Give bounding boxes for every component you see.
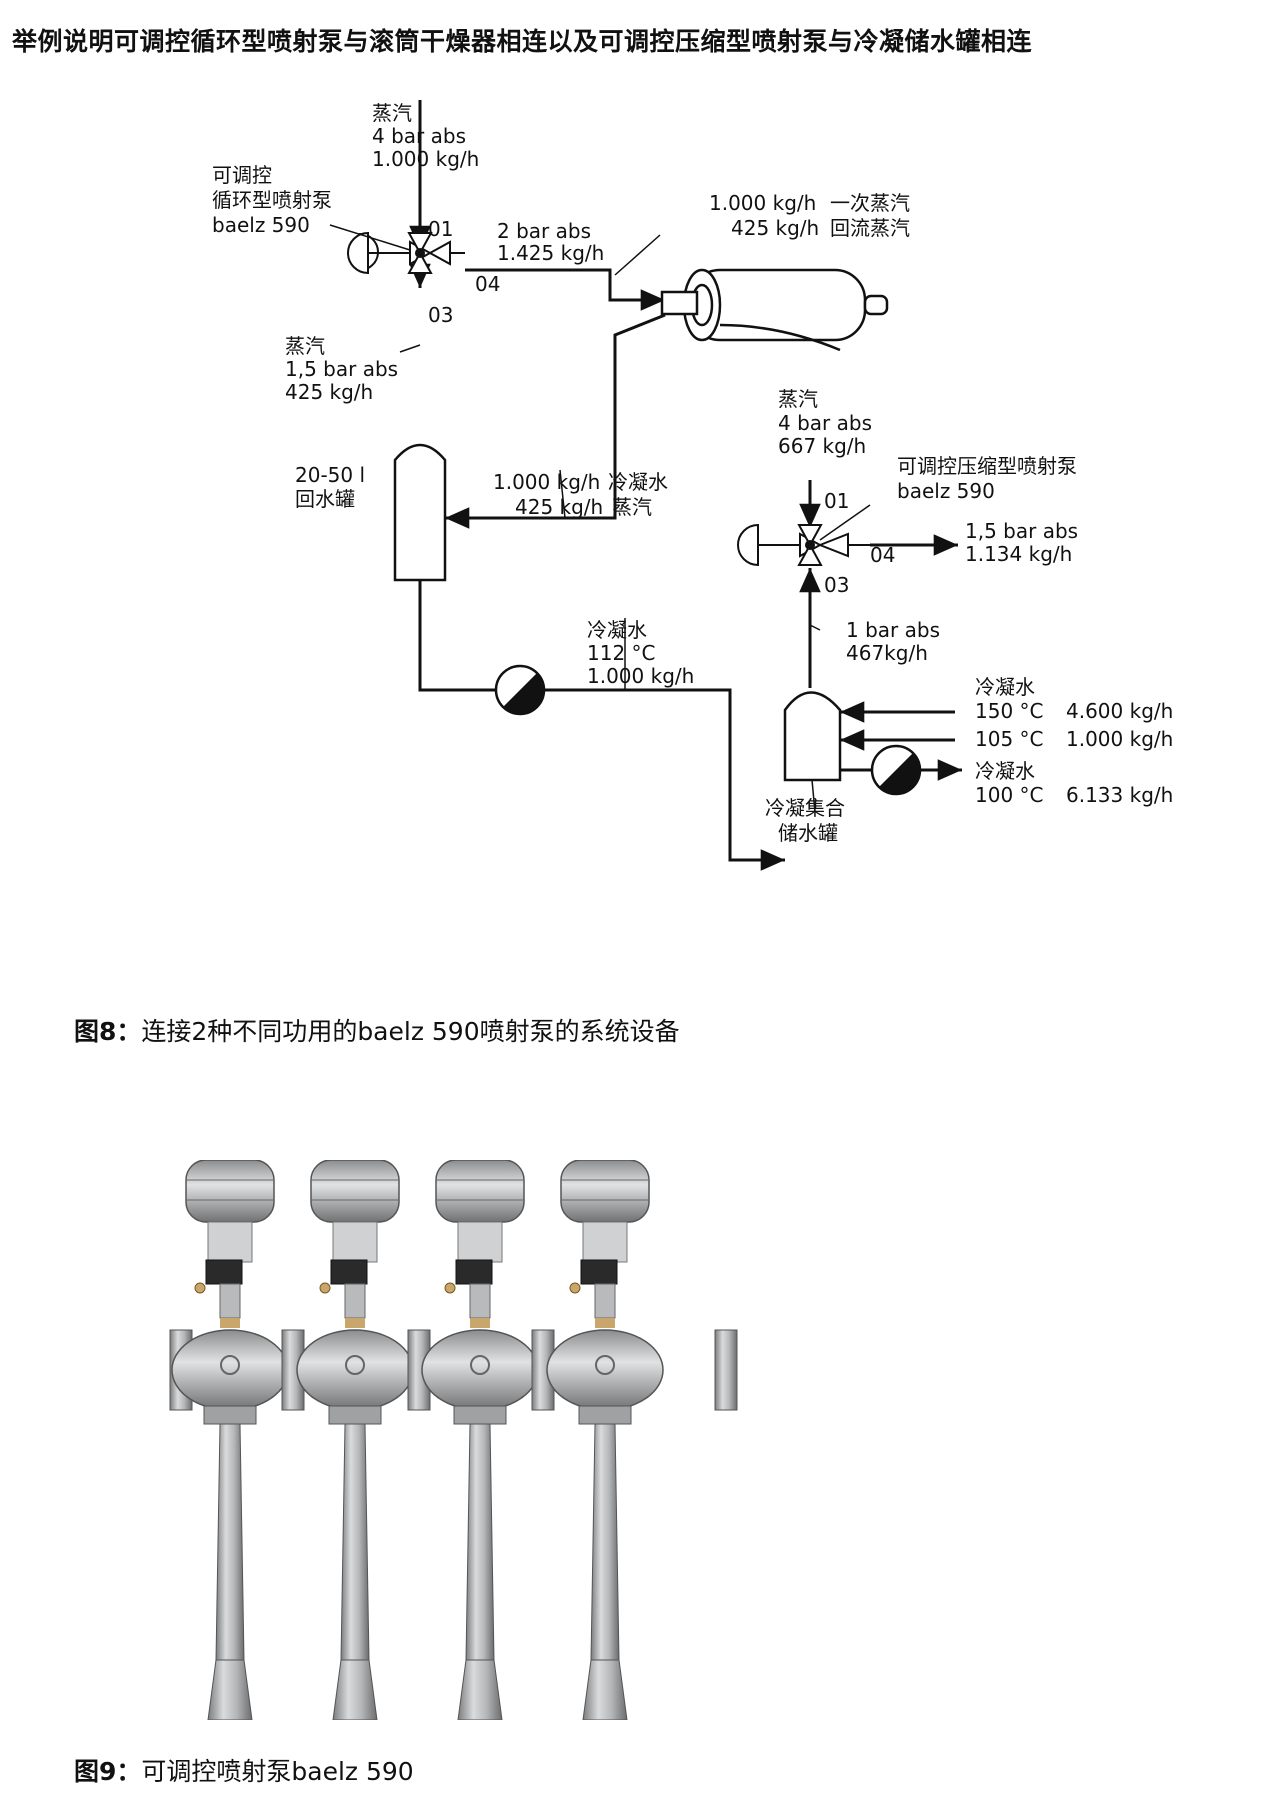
steam-inlet-2-label: 蒸汽 xyxy=(778,387,818,411)
pointer-pump2 xyxy=(819,504,871,541)
outflow-flow: 6.133 kg/h xyxy=(1066,783,1173,807)
figure8-caption: 图8：连接2种不同功用的baelz 590喷射泵的系统设备 xyxy=(74,1012,680,1048)
pump2-symbol xyxy=(737,523,870,567)
steam-inlet-1-flow: 1.000 kg/h xyxy=(372,147,479,171)
collect-tank-label-1: 冷凝集合 xyxy=(765,796,845,820)
suction-2-pressure: 1 bar abs xyxy=(846,618,940,642)
inflow-1-flow: 4.600 kg/h xyxy=(1066,699,1173,723)
outlet-1-pressure: 2 bar abs xyxy=(497,219,591,243)
pump2-label-line1: 可调控压缩型喷射泵 xyxy=(897,454,1077,478)
recirc-steam-label: 蒸汽 xyxy=(285,334,325,358)
figure8-caption-text: 连接2种不同功用的baelz 590喷射泵的系统设备 xyxy=(141,1017,680,1046)
figure9-photo xyxy=(169,1160,738,1720)
dryer-return-label: 回流蒸汽 xyxy=(830,216,910,240)
return-steam-flow: 425 kg/h xyxy=(515,495,603,519)
pump-unit-2 xyxy=(296,1160,414,1720)
pump2-port-03: 03 xyxy=(824,573,849,597)
return-steam-label: 蒸汽 xyxy=(612,495,652,519)
outflow-temp: 100 °C xyxy=(975,783,1044,807)
return-tank-volume: 20-50 l xyxy=(295,463,365,487)
pump-unit-1 xyxy=(171,1160,289,1720)
return-tank xyxy=(393,443,447,582)
steam-inlet-1-label: 蒸汽 xyxy=(372,101,412,125)
pointer-outlet1 xyxy=(614,234,661,276)
pointer-suction2 xyxy=(809,624,821,631)
figure8-diagram: 蒸汽 4 bar abs 1.000 kg/h 可调控 循环型喷射泵 baelz… xyxy=(212,100,1173,871)
figure9-caption-text: 可调控喷射泵baelz 590 xyxy=(141,1757,414,1786)
pump-unit-4 xyxy=(546,1160,664,1720)
pointer-return xyxy=(559,469,566,519)
pointer-collect xyxy=(811,779,816,813)
recirc-steam-pressure: 1,5 bar abs xyxy=(285,357,398,381)
return-condensate-label: 冷凝水 xyxy=(608,470,668,494)
pump-unit-4-flange xyxy=(714,1329,738,1411)
collect-tank-label-2: 储水罐 xyxy=(778,821,838,845)
pump1-port-04: 04 xyxy=(475,272,500,296)
condensate-line-flow: 1.000 kg/h xyxy=(587,664,694,688)
pointer-recirc xyxy=(399,344,421,353)
pump-icon-2 xyxy=(870,744,922,796)
pump2-label-line2: baelz 590 xyxy=(897,479,995,503)
pump2-port-01: 01 xyxy=(824,489,849,513)
pump1-port-01: 01 xyxy=(428,217,453,241)
inflow-2-flow: 1.000 kg/h xyxy=(1066,727,1173,751)
dryer-return-flow: 425 kg/h xyxy=(731,216,819,240)
pump-icon-1 xyxy=(494,664,546,716)
dryer-primary-flow: 1.000 kg/h xyxy=(709,191,816,215)
figure9-caption-prefix: 图9： xyxy=(74,1757,142,1786)
pump1-label-line1: 可调控 xyxy=(212,163,272,187)
figure9-caption: 图9：可调控喷射泵baelz 590 xyxy=(74,1752,414,1788)
steam-inlet-2-pressure: 4 bar abs xyxy=(778,411,872,435)
pointer-pump1 xyxy=(329,224,411,251)
page-title: 举例说明可调控循环型喷射泵与滚筒干燥器相连以及可调控压缩型喷射泵与冷凝储水罐相连 xyxy=(12,27,1033,56)
outflow-heading: 冷凝水 xyxy=(975,759,1035,783)
steam-inlet-1-pressure: 4 bar abs xyxy=(372,124,466,148)
return-line xyxy=(445,313,666,529)
pump1-port-03: 03 xyxy=(428,303,453,327)
condensate-line-2 xyxy=(544,688,785,871)
outlet-1-flow: 1.425 kg/h xyxy=(497,241,604,265)
pump2-port-04: 04 xyxy=(870,543,895,567)
inflows-heading: 冷凝水 xyxy=(975,675,1035,699)
collect-tank xyxy=(783,691,842,782)
return-condensate-flow: 1.000 kg/h xyxy=(493,470,600,494)
dryer-drum xyxy=(660,268,889,352)
outlet-2-pressure: 1,5 bar abs xyxy=(965,519,1078,543)
pump-unit-3 xyxy=(421,1160,539,1720)
outlet-1-line xyxy=(465,268,665,311)
return-tank-label: 回水罐 xyxy=(295,487,355,511)
outlet-2-flow: 1.134 kg/h xyxy=(965,542,1072,566)
inflow-2-temp: 105 °C xyxy=(975,727,1044,751)
inflow-1-temp: 150 °C xyxy=(975,699,1044,723)
suction-2-flow: 467kg/h xyxy=(846,641,928,665)
pump1-label-line2: 循环型喷射泵 xyxy=(212,188,332,212)
condensate-line-label: 冷凝水 xyxy=(587,618,647,642)
pump1-label-line3: baelz 590 xyxy=(212,213,310,237)
figure8-caption-prefix: 图8： xyxy=(74,1017,142,1046)
condensate-line xyxy=(418,580,496,692)
dryer-primary-label: 一次蒸汽 xyxy=(830,191,910,215)
steam-inlet-2-flow: 667 kg/h xyxy=(778,434,866,458)
recirc-steam-flow: 425 kg/h xyxy=(285,380,373,404)
pump1-symbol xyxy=(347,231,465,275)
condensate-line-temp: 112 °C xyxy=(587,641,656,665)
